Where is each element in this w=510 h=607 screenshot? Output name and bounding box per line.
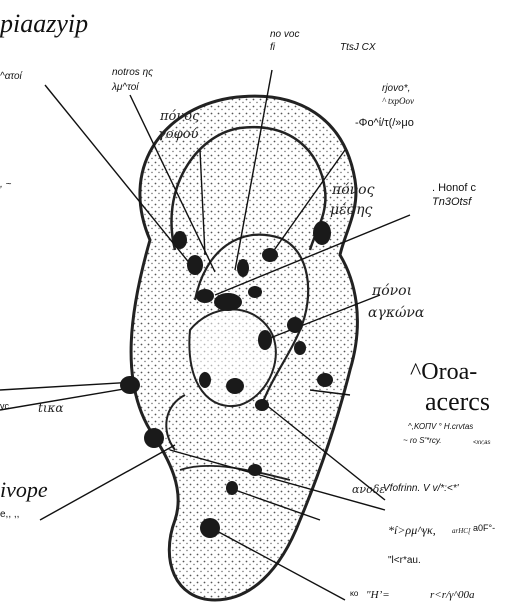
label-right-rjovo-2: ^ txpOov bbox=[382, 97, 414, 106]
label-left-tilde: , ~ bbox=[0, 180, 11, 191]
acupoint-dot bbox=[199, 372, 211, 388]
label-left-bottom-title: ivope bbox=[0, 478, 48, 501]
handwritten-ponos-gofou-2: γοφού bbox=[158, 128, 198, 142]
acupoint-dot bbox=[187, 255, 203, 275]
acupoint-dot bbox=[248, 464, 262, 476]
handwritten-ponos-mesis-1: πόνος bbox=[332, 183, 374, 198]
acupoint-dot bbox=[313, 221, 331, 245]
label-right-honof-1: . Honof c bbox=[432, 183, 476, 195]
label-right-rho-2: arHC[ bbox=[452, 528, 471, 535]
acupoint-dot bbox=[258, 330, 272, 350]
label-bottom-2: "H’= bbox=[366, 590, 390, 602]
label-top-right-1: no voc bbox=[270, 30, 299, 41]
pointer-line bbox=[40, 445, 175, 520]
acupoint-dot bbox=[317, 373, 333, 387]
label-left-phi: -Φο^ί/τ(/»μο bbox=[355, 118, 414, 130]
label-right-small-3: <xv;as bbox=[473, 440, 491, 446]
acupoint-dot bbox=[226, 378, 244, 394]
label-left-vc: vc bbox=[0, 402, 9, 411]
label-left-bottom-sub: e,, ,, bbox=[0, 510, 19, 521]
acupoint-dot bbox=[262, 248, 278, 262]
handwritten-ponos-agkona-1: πόνοι bbox=[372, 284, 412, 299]
label-right-ilr: "l<r*au. bbox=[388, 556, 421, 567]
acupoint-dot bbox=[200, 518, 220, 538]
acupoint-dot bbox=[294, 341, 306, 355]
acupoint-dot bbox=[237, 259, 249, 277]
handwritten-tika: tικα bbox=[38, 402, 64, 415]
acupoint-dot bbox=[226, 481, 238, 495]
label-top-mid-2: λμ^τοί bbox=[112, 83, 138, 94]
handwritten-ponos-agkona-2: αγκώνα bbox=[368, 306, 424, 321]
label-right-rho-3: a0F°- bbox=[473, 524, 495, 533]
handwritten-ponos-mesis-2: μέσης bbox=[330, 203, 372, 218]
handwritten-anode: ανοδε bbox=[352, 484, 385, 496]
acupoint-dot bbox=[120, 376, 140, 394]
handwritten-ponos-gofou-1: πόνος bbox=[160, 110, 199, 124]
label-top-mid-1: notros ης bbox=[112, 68, 153, 79]
label-top-left-sub: ^ατοί bbox=[0, 72, 22, 83]
acupoint-dot bbox=[255, 399, 269, 411]
label-right-honof-2: Tn3Otsf bbox=[432, 197, 471, 209]
acupoint-dot bbox=[196, 289, 214, 303]
label-right-small-2: ~ ro S'*rcy. bbox=[403, 437, 442, 445]
acupoint-dot bbox=[144, 428, 164, 448]
label-right-rho: *í>ρμ^γκ, bbox=[388, 524, 436, 537]
pointer-line bbox=[0, 388, 130, 410]
label-top-right-2: fi bbox=[270, 43, 275, 54]
label-bottom-3: r<r/γ^00a bbox=[430, 590, 475, 602]
label-right-rjovo-1: rjovo*, bbox=[382, 84, 410, 95]
label-top-right-3: TtsJ CX bbox=[340, 43, 376, 54]
label-right-big-2: acercs bbox=[425, 388, 490, 415]
pointer-line bbox=[0, 382, 135, 390]
acupoint-dot bbox=[248, 286, 262, 298]
acupoint-dot bbox=[173, 231, 187, 249]
label-right-big-1: ^Oroa- bbox=[410, 360, 477, 385]
label-top-left-title: piaazyip bbox=[0, 10, 88, 37]
label-right-vfof: Vfofrinn. V v/*:<*' bbox=[383, 484, 459, 495]
acupoint-dot bbox=[214, 293, 242, 311]
label-bottom-1: κο bbox=[350, 590, 358, 598]
label-right-small-1: ^,ΚΟΠV ° H.crvtas bbox=[408, 423, 473, 431]
acupoint-dot bbox=[287, 317, 303, 333]
